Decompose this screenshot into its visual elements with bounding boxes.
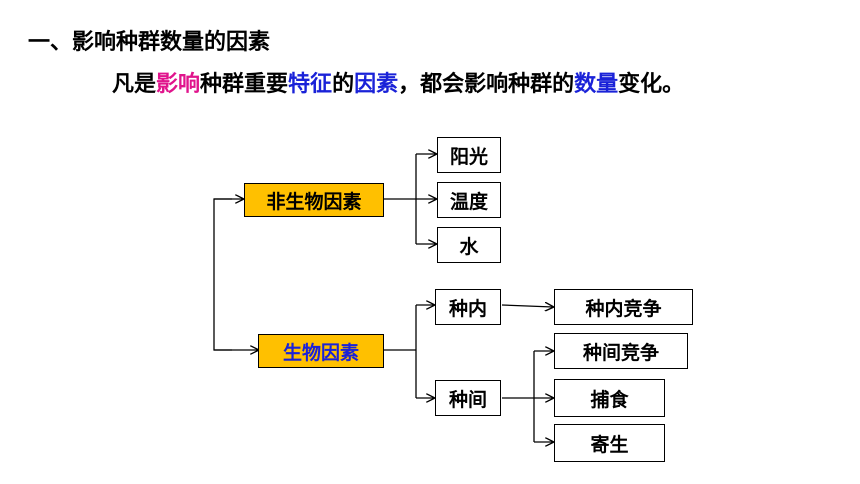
sentence-part: 种群重要 [200,72,289,97]
sentence-part: ，都会影响种群的 [398,72,575,97]
predation-box: 捕食 [554,379,665,417]
section-heading: 一、影响种群数量的因素 [28,30,271,55]
interspecific-competition-box: 种间竞争 [554,333,688,369]
interspecific-box: 种间 [435,380,501,416]
arrow-to-intraspecific-competition [501,305,553,307]
parasitism-box: 寄生 [554,424,665,462]
sentence-part: 变化。 [618,72,685,97]
biotic-factors-box: 生物因素 [258,334,384,368]
abiotic-factors-box: 非生物因素 [244,183,384,217]
sentence-part: 凡是 [112,72,157,97]
sentence-keyword-feature: 特征 [288,72,333,97]
bracket-root [213,198,232,351]
definition-sentence: 凡是影响种群重要特征的因素，都会影响种群的数量变化。 [112,66,684,98]
sentence-part: 的 [332,72,355,97]
water-box: 水 [437,227,501,263]
intraspecific-box: 种内 [435,289,501,325]
sentence-keyword-quantity: 数量 [574,72,619,97]
intraspecific-competition-box: 种内竞争 [554,289,693,325]
sentence-keyword-influence: 影响 [156,72,201,97]
sunlight-box: 阳光 [437,137,501,173]
sentence-keyword-factor: 因素 [354,72,399,97]
temperature-box: 温度 [437,182,501,218]
